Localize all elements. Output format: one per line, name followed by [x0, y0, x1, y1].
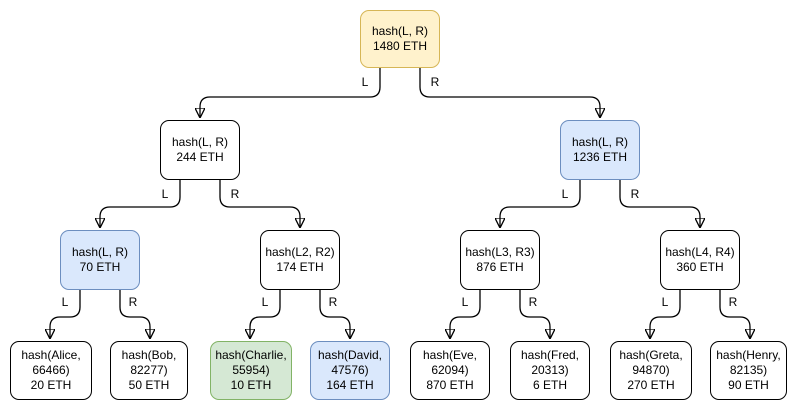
edge-label: L: [359, 75, 371, 89]
tree-node-root: hash(L, R) 1480 ETH: [360, 10, 440, 68]
tree-node-leaf-henry: hash(Henry, 82135) 90 ETH: [710, 341, 787, 400]
node-hash-label: 66466): [32, 363, 70, 377]
node-amount-label: 270 ETH: [627, 378, 675, 392]
node-hash-label: 47576): [331, 363, 369, 377]
node-hash-label: hash(David,: [317, 348, 383, 362]
node-hash-label: hash(Henry,: [716, 348, 781, 362]
edge-ll-alice: [50, 290, 81, 338]
node-amount-label: 20 ETH: [30, 378, 72, 392]
edge-root-l: [200, 68, 381, 117]
node-hash-label: 62094): [431, 363, 469, 377]
node-hash-label: hash(Charlie,: [215, 348, 287, 362]
edge-label: L: [259, 295, 271, 309]
node-amount-label: 1236 ETH: [572, 150, 628, 164]
edge-label: L: [459, 295, 471, 309]
edge-ll-bob: [119, 290, 150, 338]
node-hash-label: hash(L2, R2): [265, 245, 335, 259]
node-amount-label: 164 ETH: [326, 378, 374, 392]
node-amount-label: 1480 ETH: [372, 39, 428, 53]
tree-node-l: hash(L, R) 244 ETH: [160, 120, 240, 180]
node-hash-label: hash(L, R): [371, 24, 429, 38]
edge-label: R: [326, 295, 340, 309]
node-hash-label: hash(L, R): [171, 135, 229, 149]
edge-label: L: [659, 295, 671, 309]
node-hash-label: hash(L3, R3): [465, 245, 535, 259]
node-amount-label: 360 ETH: [676, 260, 724, 274]
node-hash-label: hash(L4, R4): [665, 245, 735, 259]
edge-r-rl: [500, 180, 581, 227]
node-hash-label: hash(Alice,: [21, 348, 81, 362]
edge-label: L: [559, 187, 571, 201]
node-amount-label: 174 ETH: [276, 260, 324, 274]
edge-label: R: [228, 187, 242, 201]
edge-label: L: [59, 295, 71, 309]
node-amount-label: 90 ETH: [728, 378, 769, 392]
tree-node-ll: hash(L, R) 70 ETH: [60, 230, 140, 290]
tree-node-leaf-greta: hash(Greta, 94870) 270 ETH: [610, 341, 692, 400]
node-hash-label: 82277): [130, 363, 168, 377]
edge-label: R: [526, 295, 540, 309]
tree-node-lr: hash(L2, R2) 174 ETH: [260, 230, 340, 290]
edge-l-lr: [219, 180, 300, 227]
edge-rl-fred: [519, 290, 550, 338]
tree-node-leaf-bob: hash(Bob, 82277) 50 ETH: [110, 341, 188, 400]
node-hash-label: 82135): [729, 363, 768, 377]
node-hash-label: hash(Bob,: [121, 348, 177, 362]
tree-node-leaf-eve: hash(Eve, 62094) 870 ETH: [410, 341, 490, 400]
edge-label: R: [628, 187, 642, 201]
tree-node-leaf-fred: hash(Fred, 20313) 6 ETH: [510, 341, 590, 400]
tree-node-rl: hash(L3, R3) 876 ETH: [460, 230, 540, 290]
edge-lr-david: [319, 290, 350, 338]
node-amount-label: 70 ETH: [79, 260, 121, 274]
node-amount-label: 244 ETH: [176, 150, 224, 164]
edge-l-ll: [100, 180, 181, 227]
node-hash-label: hash(Fred,: [520, 348, 580, 362]
node-hash-label: hash(L, R): [71, 245, 129, 259]
node-amount-label: 870 ETH: [426, 378, 474, 392]
tree-node-leaf-alice: hash(Alice, 66466) 20 ETH: [10, 341, 92, 400]
tree-node-rr: hash(L4, R4) 360 ETH: [660, 230, 740, 290]
edge-rr-greta: [650, 290, 681, 338]
edge-root-r: [419, 68, 600, 117]
node-amount-label: 50 ETH: [128, 378, 170, 392]
node-hash-label: 94870): [632, 363, 670, 377]
edge-label: R: [726, 295, 740, 309]
node-hash-label: hash(Eve,: [422, 348, 478, 362]
node-amount-label: 6 ETH: [532, 378, 567, 392]
edge-lr-charlie: [250, 290, 281, 338]
node-hash-label: hash(Greta,: [619, 348, 683, 362]
node-hash-label: hash(L, R): [571, 135, 629, 149]
tree-node-leaf-charlie: hash(Charlie, 55954) 10 ETH: [210, 341, 292, 400]
edge-label: R: [428, 75, 442, 89]
tree-node-r: hash(L, R) 1236 ETH: [560, 120, 640, 180]
node-hash-label: 55954): [232, 363, 270, 377]
node-amount-label: 876 ETH: [476, 260, 524, 274]
edge-rr-henry: [719, 290, 750, 338]
edge-label: L: [159, 187, 171, 201]
tree-node-leaf-david: hash(David, 47576) 164 ETH: [310, 341, 390, 400]
edge-rl-eve: [450, 290, 481, 338]
edge-r-rr: [619, 180, 700, 227]
node-hash-label: 20313): [531, 363, 569, 377]
node-amount-label: 10 ETH: [230, 378, 272, 392]
edge-label: R: [126, 295, 140, 309]
